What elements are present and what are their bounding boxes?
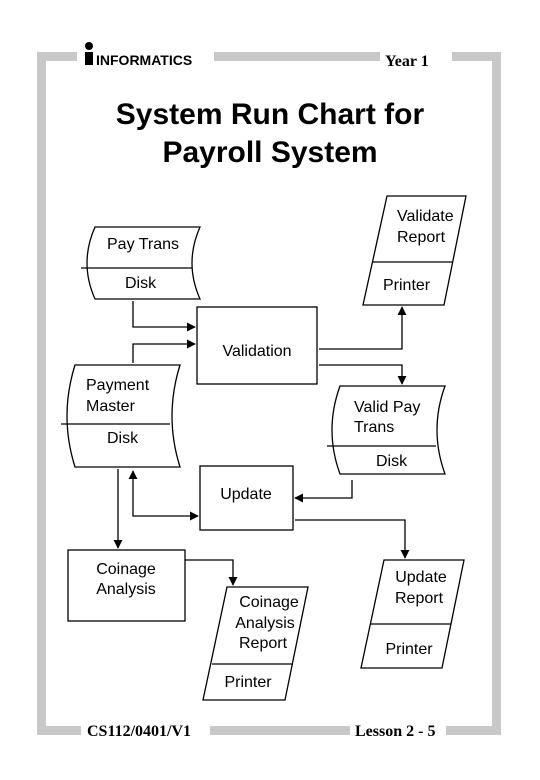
valid-pay-trans-label-2: Trans bbox=[354, 419, 394, 436]
coinage-analysis-label-1: Coinage bbox=[96, 561, 156, 578]
page-title-line-1: System Run Chart for bbox=[116, 98, 425, 131]
payment-master-media: Disk bbox=[107, 430, 139, 447]
payment-master-disk: Payment Master Disk bbox=[61, 364, 181, 468]
footer-course-code: CS112/0401/V1 bbox=[87, 723, 191, 740]
validate-report-printer: Validate Report Printer bbox=[362, 195, 467, 306]
validate-report-media: Printer bbox=[383, 277, 431, 294]
update-report-printer: Update Report Printer bbox=[360, 559, 465, 669]
valid-pay-trans-media: Disk bbox=[376, 453, 408, 470]
update-report-label-2: Report bbox=[395, 590, 444, 607]
update-report-media: Printer bbox=[385, 641, 433, 658]
update-process: Update bbox=[199, 465, 294, 531]
validate-report-label-1: Validate bbox=[397, 208, 454, 225]
page-title-line-2: Payroll System bbox=[162, 136, 377, 169]
update-label: Update bbox=[220, 486, 272, 503]
coinage-analysis-label-2: Analysis bbox=[96, 581, 156, 598]
coinage-report-label-1: Coinage bbox=[239, 594, 299, 611]
coinage-report-printer: Coinage Analysis Report Printer bbox=[202, 586, 309, 701]
coinage-report-label-3: Report bbox=[239, 635, 288, 652]
coinage-report-media: Printer bbox=[224, 674, 272, 691]
validate-report-label-2: Report bbox=[397, 229, 446, 246]
payment-master-label-2: Master bbox=[86, 398, 136, 415]
pay-trans-disk: Pay Trans Disk bbox=[81, 226, 201, 300]
flow-validation-to-valid-pay-trans bbox=[319, 364, 407, 385]
valid-pay-trans-disk: Valid Pay Trans Disk bbox=[327, 385, 446, 475]
flow-validation-to-validate-report bbox=[319, 306, 407, 350]
update-report-label-1: Update bbox=[395, 569, 447, 586]
coinage-analysis-process: Coinage Analysis bbox=[67, 549, 186, 622]
logo: INFORMATICS bbox=[85, 42, 192, 68]
coinage-report-label-2: Analysis bbox=[235, 615, 295, 632]
pay-trans-label: Pay Trans bbox=[107, 236, 179, 253]
flow-valid-pay-trans-to-update bbox=[294, 480, 353, 503]
connectors bbox=[113, 301, 410, 586]
slide-frame bbox=[37, 52, 501, 735]
logo-text: INFORMATICS bbox=[96, 52, 192, 68]
flow-coinage-to-report bbox=[185, 559, 238, 586]
year-label: Year 1 bbox=[385, 53, 429, 70]
pay-trans-media: Disk bbox=[125, 275, 157, 292]
flow-pay-trans-to-validation bbox=[132, 301, 196, 332]
flow-update-to-update-report bbox=[295, 519, 410, 559]
flow-update-with-payment-master bbox=[128, 470, 199, 521]
footer-lesson: Lesson 2 - 5 bbox=[355, 723, 435, 740]
valid-pay-trans-label-1: Valid Pay bbox=[354, 399, 420, 416]
flow-payment-master-to-validation bbox=[132, 339, 196, 363]
validation-process: Validation bbox=[196, 306, 318, 385]
payment-master-label-1: Payment bbox=[86, 377, 150, 394]
logo-icon bbox=[85, 42, 93, 65]
validation-label: Validation bbox=[222, 343, 291, 360]
